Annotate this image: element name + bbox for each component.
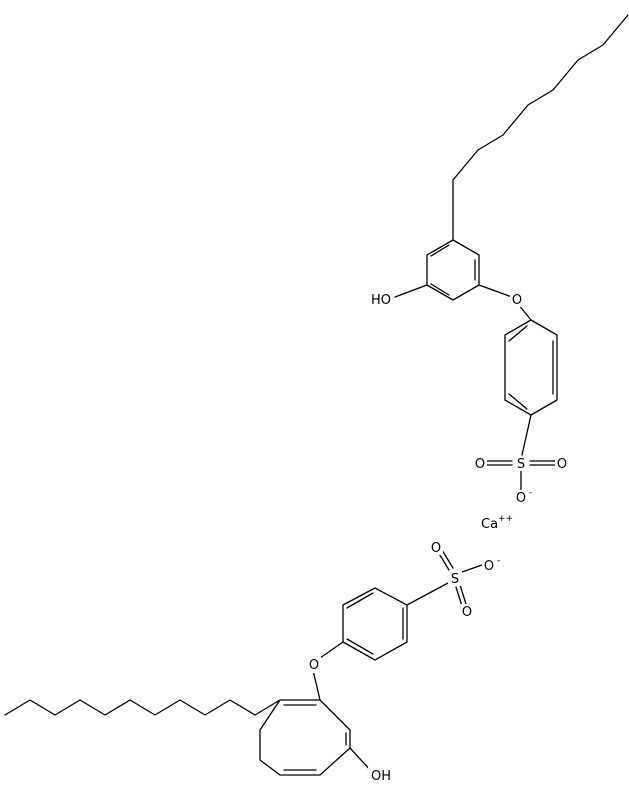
lower-benzene-ring (342, 587, 408, 661)
calcium-counterion: Ca ++ (481, 514, 513, 532)
lower-sulfonyl-oxygen-top: O (431, 541, 441, 556)
upper-c-s-bond (521, 414, 532, 456)
calcium-symbol: Ca (481, 517, 498, 532)
upper-octyl-chain (452, 14, 629, 241)
upper-hydroxyl-label: HO (371, 293, 391, 308)
lower-hydroxyl-label: OH (371, 769, 391, 784)
upper-ether-bond-1 (478, 284, 513, 298)
upper-ether-oxygen-label: O (512, 293, 522, 308)
lower-ether-oxygen-label: O (309, 658, 319, 673)
lower-anion-charge: - (497, 556, 500, 566)
upper-sulfonyl-oxygen-left: O (475, 457, 485, 472)
lower-sulfur-label: S (451, 572, 459, 587)
upper-hydroxyl-bond (394, 284, 428, 298)
lower-phenol-ring (259, 699, 351, 776)
lower-sulfonyl-oxygen-bottom: O (462, 605, 472, 620)
lower-octyl-chain (4, 699, 281, 716)
lower-ether-bond-1 (312, 669, 321, 701)
upper-sulfonyl-oxygen-right: O (557, 457, 567, 472)
upper-anion-charge: - (529, 488, 532, 498)
lower-anion: OH O S O O O - (4, 540, 500, 784)
lower-anion-oxygen: O (484, 559, 494, 574)
upper-anion: HO O S O O O - (368, 14, 629, 506)
calcium-charge: ++ (498, 514, 513, 524)
lower-c-s-bond (406, 582, 449, 606)
upper-sulfur-label: S (517, 457, 525, 472)
upper-phenol-ring (426, 239, 480, 301)
lower-ether-bond-2 (319, 641, 344, 659)
upper-anion-oxygen: O (516, 491, 526, 506)
upper-benzene-ring (504, 319, 558, 416)
